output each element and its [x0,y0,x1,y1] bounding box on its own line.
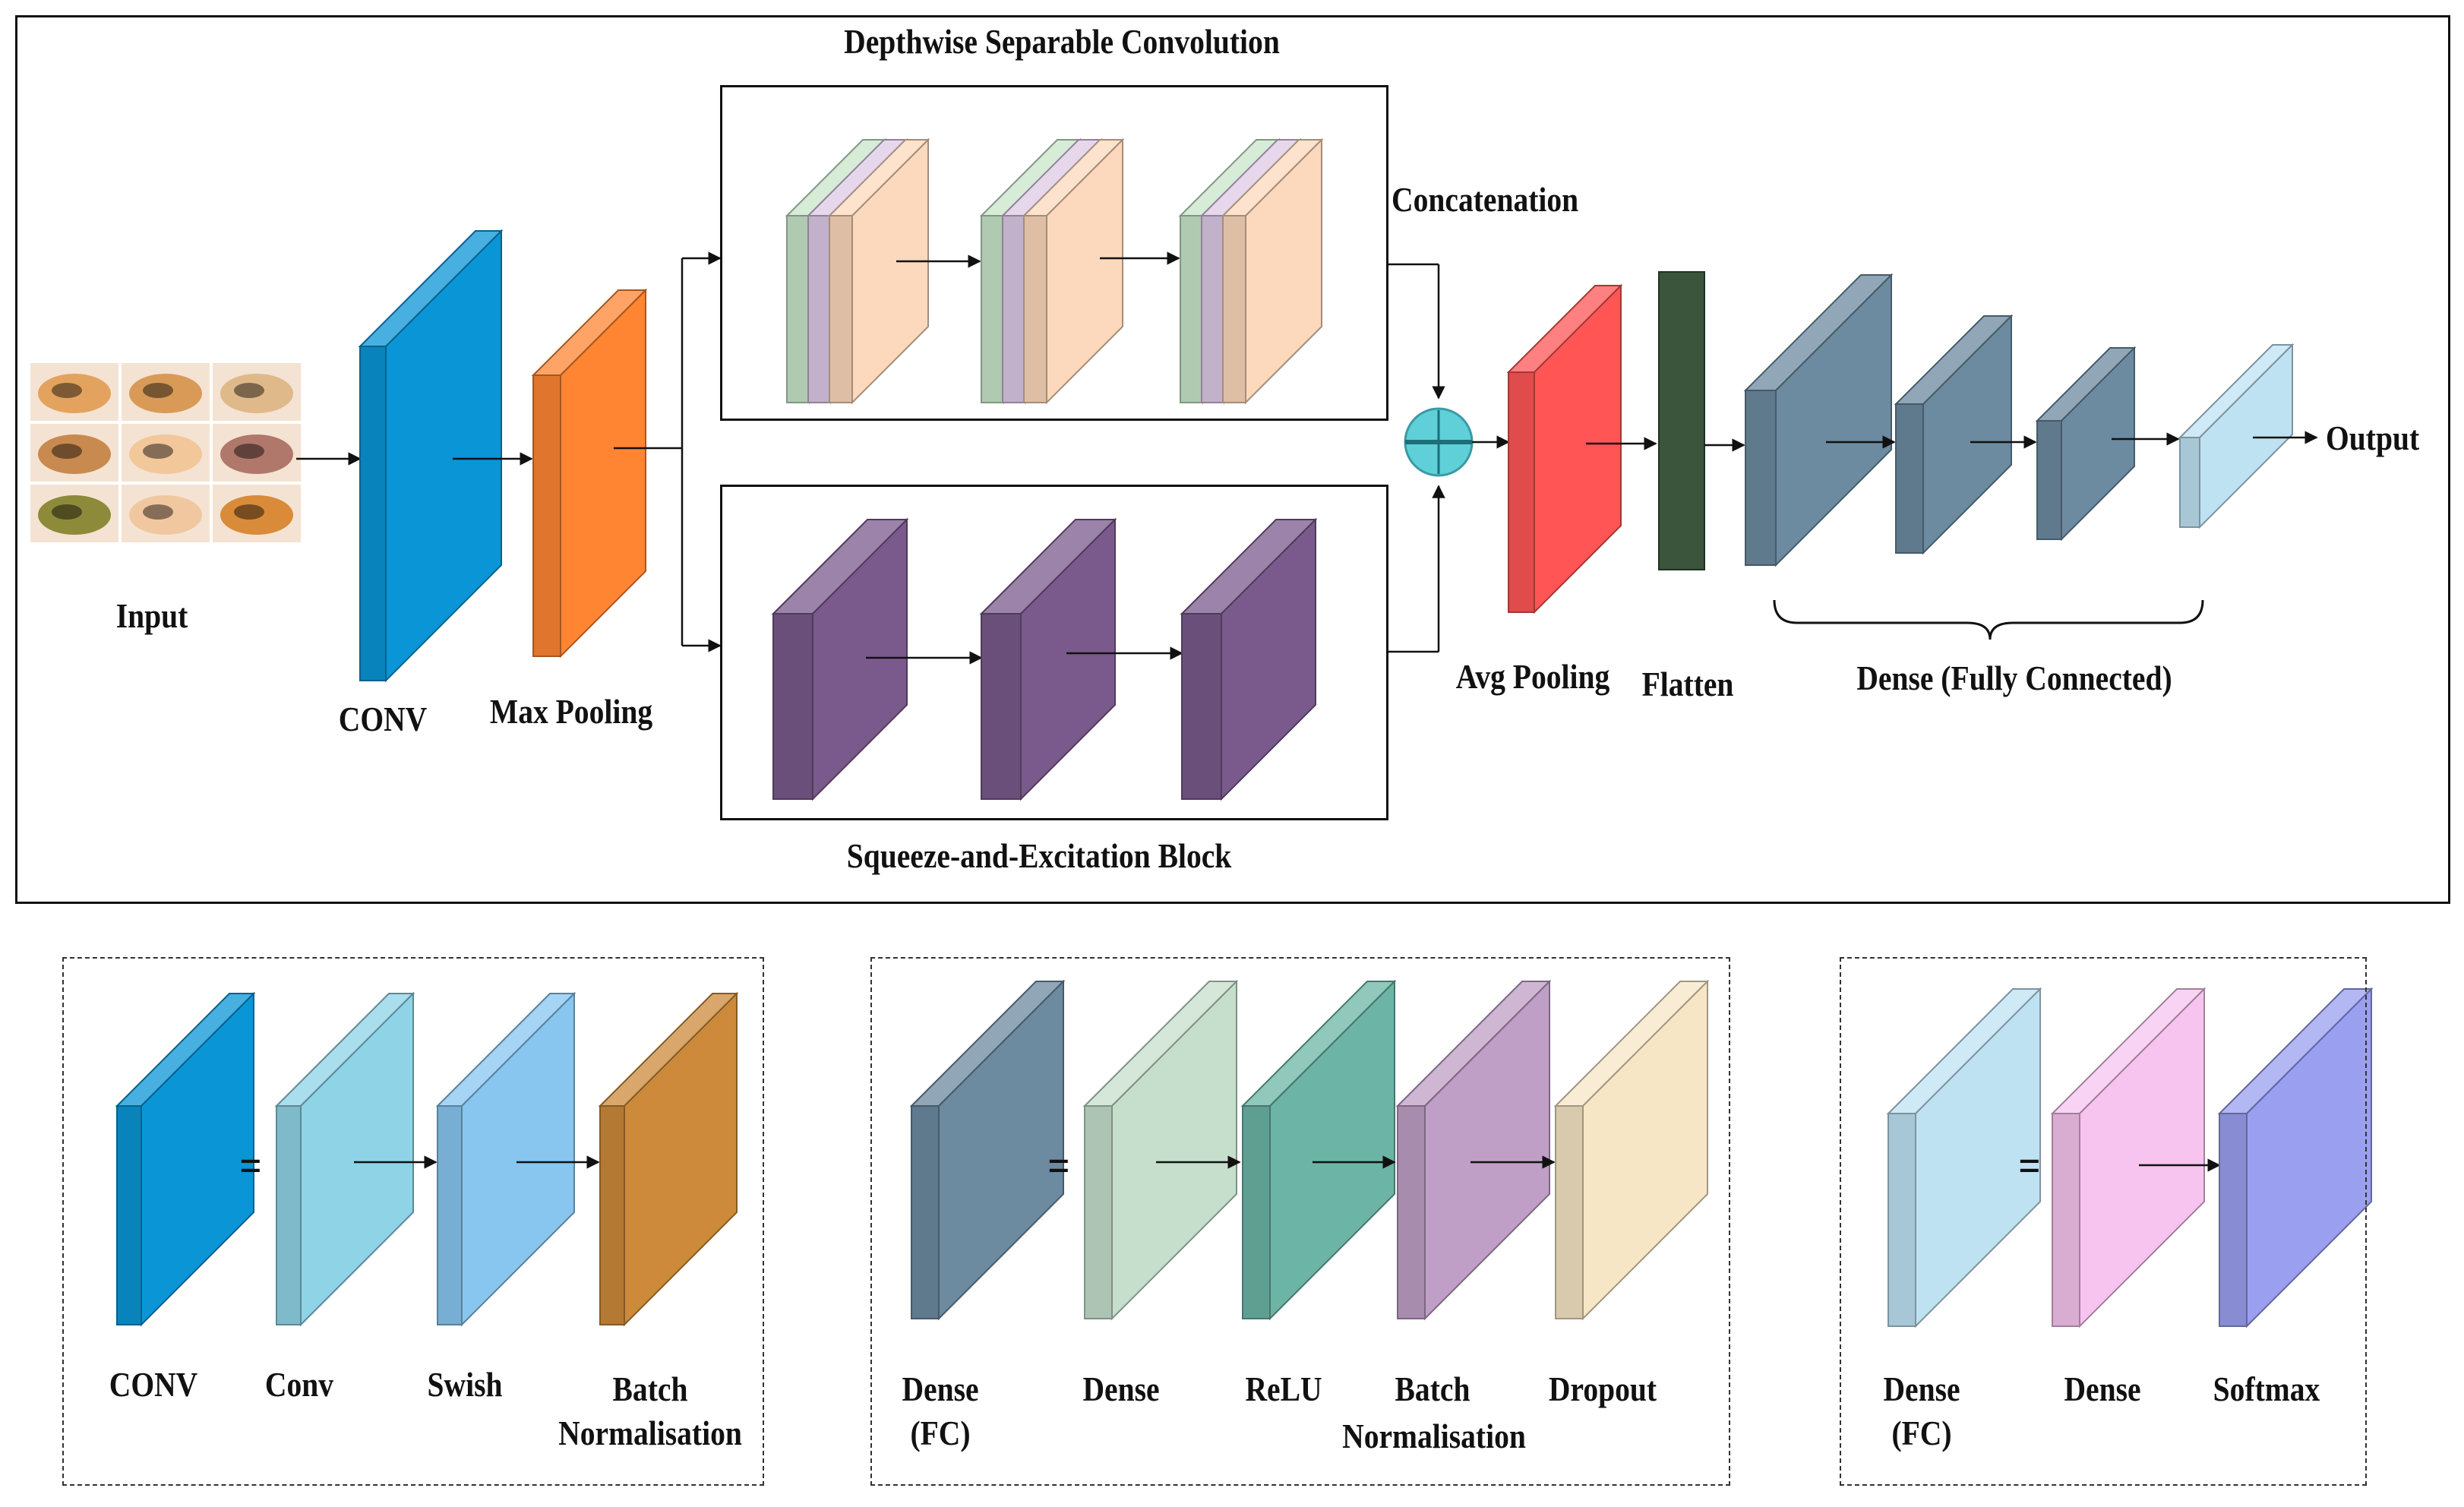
avgpool-label: Avg Pooling [1455,657,1610,696]
legend-conv-upper-front [116,1105,142,1325]
legend-dense-fc-front [911,1105,940,1319]
main-frame [15,15,2450,904]
legend-dense-item-relu: ReLU [1245,1370,1322,1408]
conv-label: CONV [338,700,428,738]
dsc-group-3-lavender-front [1201,215,1225,403]
equals-sign-conv: = [239,1141,262,1191]
input-seed-mark [143,504,173,520]
legend-conv-frame [62,957,764,1486]
dsc-group-3-green-front [1180,215,1204,403]
legend-output-dense-front [2052,1113,2080,1327]
legend-dense-batchnorm-front [1397,1105,1426,1319]
dsc-title: Depthwise Separable Convolution [844,22,1280,61]
legend-dense-item-batch: Batch [1395,1370,1471,1408]
legend-output-item-dense-fc: Dense (FC) [1883,1370,1960,1452]
output-label: Output [2326,419,2420,457]
input-seed-mark [143,444,173,459]
legend-output-frame [1840,957,2367,1486]
dense-layer-3-front [2036,420,2062,540]
equals-sign-output: = [2018,1141,2041,1191]
legend-conv-item-conv: Conv [264,1365,334,1404]
input-seed-mark [143,383,173,398]
se-layer-1-front [772,613,813,800]
legend-conv-inner-front [276,1105,302,1325]
se-layer-3-front [1181,613,1222,800]
input-seed-mark [52,444,82,459]
legend-dense-item-normalisation: Normalisation [1342,1417,1526,1455]
maxpool-layer-front [532,374,561,657]
concatenation-label: Concatenation [1392,180,1579,219]
legend-softmax-front [2219,1113,2248,1327]
avgpool-layer-front [1508,371,1535,613]
se-title: Squeeze-and-Excitation Block [846,836,1232,875]
legend-conv-item-batchnorm: Batch Normalisation [558,1370,742,1452]
input-seed-mark [234,383,264,398]
legend-dropout-front [1555,1105,1584,1319]
conv-layer-front [359,346,387,681]
input-label: Input [115,596,188,635]
legend-batchnorm-front [599,1105,625,1325]
se-block-frame [720,485,1388,820]
legend-conv-item-swish: Swish [427,1365,503,1404]
input-seed-mark [234,504,264,520]
legend-dense-item-dropout: Dropout [1548,1370,1657,1408]
maxpool-label: Max Pooling [489,692,653,731]
input-seed-mark [52,504,82,520]
se-layer-2-front [981,613,1022,800]
output-layer-front [2179,437,2200,528]
legend-output-item-dense: Dense [2064,1370,2141,1408]
legend-dense-frame [870,957,1730,1486]
legend-relu-front [1242,1105,1271,1319]
dsc-group-2-lavender-front [1002,215,1026,403]
legend-swish-front [437,1105,463,1325]
flatten-layer [1658,271,1705,570]
dsc-group-3-peach-front [1222,215,1246,403]
dense-layer-1-front [1745,390,1777,566]
legend-output-dense-fc-front [1887,1113,1916,1327]
input-seed-mark [234,444,264,459]
dense-group-label: Dense (Fully Connected) [1856,659,2172,697]
dense-layer-2-front [1895,403,1924,554]
dsc-group-1-peach-front [829,215,853,403]
legend-dense-item-dense: Dense [1082,1370,1160,1408]
input-seed-mark [52,383,82,398]
legend-output-item-softmax: Softmax [2213,1370,2320,1408]
equals-sign-dense: = [1047,1141,1070,1191]
flatten-label: Flatten [1641,665,1734,703]
legend-conv-item-conv-upper: CONV [109,1365,198,1404]
legend-dense-front [1084,1105,1113,1319]
legend-dense-item-dense-fc: Dense (FC) [902,1370,979,1452]
dsc-block-frame [720,85,1388,421]
dsc-group-1-green-front [786,215,810,403]
dsc-group-2-peach-front [1023,215,1047,403]
dense-group-brace [1773,599,2204,640]
